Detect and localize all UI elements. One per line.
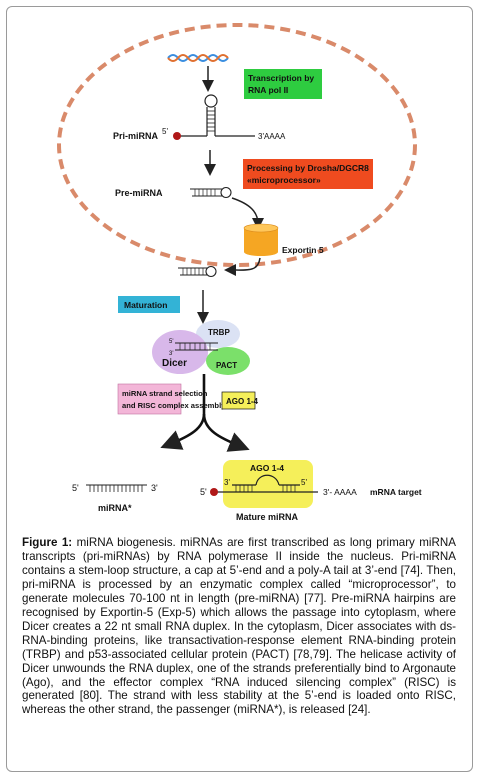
arrow-to-exportin <box>231 197 264 230</box>
pri-mirna-label: Pri-miRNA <box>113 131 159 141</box>
pri-mirna-5prime: 5' <box>162 127 168 136</box>
pre-mirna-label: Pre-miRNA <box>115 188 163 198</box>
mature-mirna-strand <box>232 474 300 492</box>
strand-selection-label-2: and RISC complex assembly <box>122 401 226 410</box>
mature-3prime: 3' <box>224 478 230 487</box>
passenger-5prime: 5' <box>72 483 79 493</box>
processing-label-2: «microprocessor» <box>247 175 321 185</box>
exportin-label: Exportin 5 <box>282 245 324 255</box>
passenger-strand <box>86 484 147 492</box>
pact-blob <box>206 347 250 375</box>
branch-arrows <box>160 374 250 452</box>
target-5prime: 5' <box>200 487 207 497</box>
mature-mirna-label: Mature miRNA <box>236 512 299 522</box>
ago-large-label: AGO 1-4 <box>250 463 284 473</box>
ago-box-small <box>221 391 256 410</box>
mrna-target-label: mRNA target <box>370 487 422 497</box>
nucleus-membrane <box>57 23 417 267</box>
mature-5prime: 5' <box>301 478 307 487</box>
ago-box-large <box>223 460 313 508</box>
strand-selection-box <box>117 383 182 415</box>
transcription-label-1: Transcription by <box>248 73 314 83</box>
maturation-label: Maturation <box>124 300 167 310</box>
strand-selection-label-1: miRNA strand selection <box>122 389 208 398</box>
exportin-5-icon <box>243 223 279 256</box>
duplex-5prime: 5' <box>169 339 173 345</box>
mrna-cap <box>210 488 218 496</box>
figure-caption: Figure 1: miRNA biogenesis. miRNAs are f… <box>22 536 456 717</box>
dna-helix-icon <box>167 54 229 62</box>
dicer-blob <box>152 330 208 374</box>
dicer-label: Dicer <box>162 358 187 369</box>
trbp-label: TRBP <box>208 328 230 337</box>
figure-frame <box>6 6 473 772</box>
pri-mirna-3prime: 3'AAAA <box>258 132 286 141</box>
transcription-box <box>244 69 322 99</box>
cytoplasm-pre-mirna <box>178 265 217 278</box>
arrow-to-cytoplasm <box>224 257 261 277</box>
pact-label: PACT <box>216 361 237 370</box>
ago-small-label: AGO 1-4 <box>226 397 259 406</box>
caption-text: miRNA biogenesis. miRNAs are first trans… <box>22 536 456 717</box>
duplex-3prime: 3' <box>169 351 173 357</box>
processing-label-1: Processing by Drosha/DGCR8 <box>247 163 369 173</box>
pre-mirna-hairpin <box>190 186 232 199</box>
target-tail-label: 3'- AAAA <box>323 487 357 497</box>
trbp-blob <box>196 320 240 348</box>
pri-mirna-hairpin <box>180 94 255 137</box>
transcription-label-2: RNA pol II <box>248 85 288 95</box>
maturation-box <box>118 296 180 313</box>
passenger-3prime: 3' <box>151 483 158 493</box>
mirna-star-label: miRNA* <box>98 503 132 513</box>
dicer-complex <box>152 320 250 375</box>
figure-label: Figure 1: <box>22 536 73 549</box>
pri-mirna-cap <box>173 132 181 140</box>
processing-box <box>243 159 373 189</box>
